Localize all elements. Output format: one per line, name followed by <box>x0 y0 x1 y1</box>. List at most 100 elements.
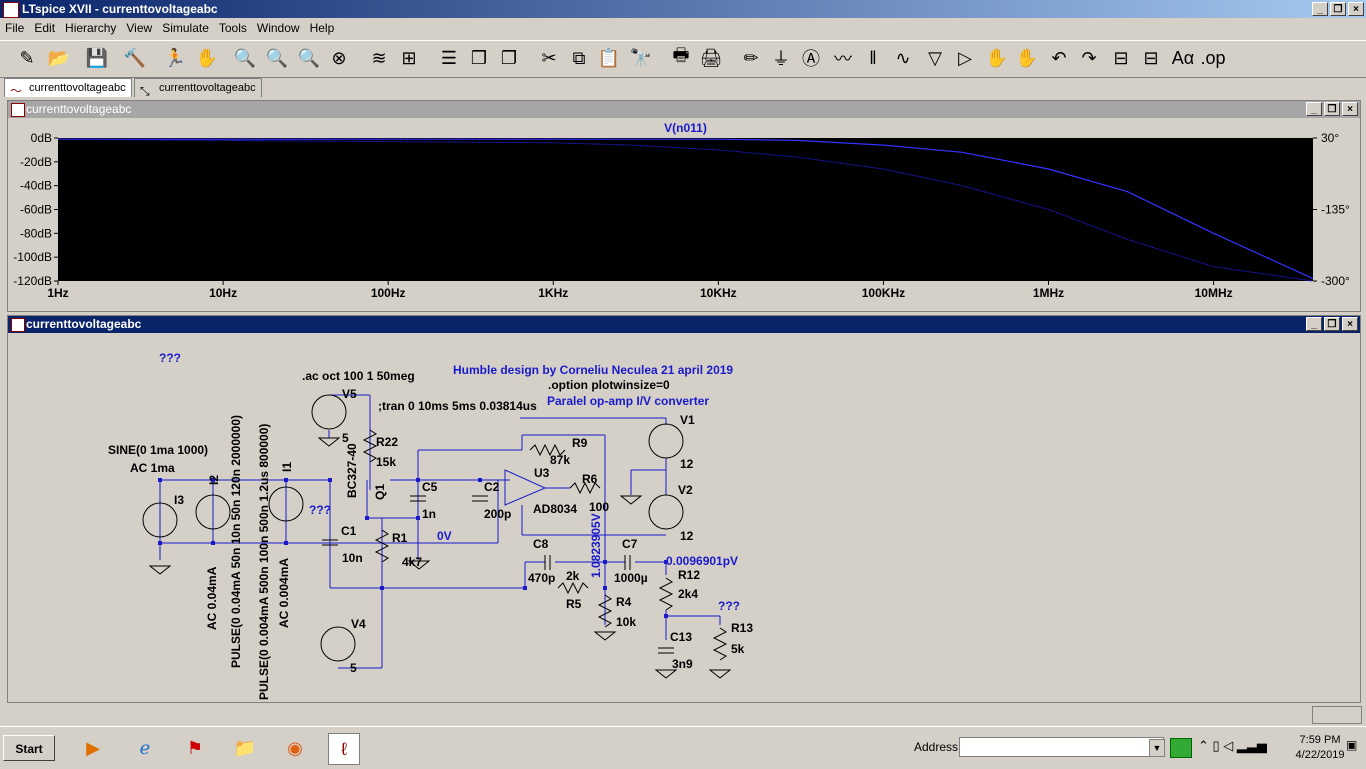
label-net-icon[interactable]: Ⓐ <box>802 49 820 69</box>
v2-label: V2 <box>678 483 693 497</box>
label-unknown-2: ??? <box>309 503 331 517</box>
acrobat-icon[interactable]: ⚑ <box>186 737 204 758</box>
cascade-icon[interactable]: ❒ <box>470 47 488 68</box>
menu-edit[interactable]: Edit <box>34 21 56 35</box>
address-dropdown-icon[interactable]: ▼ <box>1149 739 1165 757</box>
toolbar: ✎ 📂 💾 🔨 🏃 ✋ 🔍 🔍 🔍 ⊗ ≋ ⊞ ☰ ❒ ❐ ✂ ⧉ 📋 🔭 🖶 … <box>0 40 1366 78</box>
option-directive: .option plotwinsize=0 <box>548 378 670 392</box>
menu-bar: File Edit Hierarchy View Simulate Tools … <box>0 18 1366 38</box>
paste-icon[interactable]: 📋 <box>597 47 621 68</box>
fft-icon[interactable]: ⊞ <box>401 47 417 68</box>
schematic-canvas[interactable]: ??? .ac oct 100 1 50meg Humble design by… <box>0 0 1366 700</box>
menu-window[interactable]: Window <box>256 21 300 35</box>
ltspice-taskbar-icon[interactable]: ℓ <box>328 733 360 765</box>
tab-schematic[interactable]: 〜 currenttovoltageabc <box>4 78 132 98</box>
status-bar <box>0 704 1366 724</box>
pan-icon[interactable]: 🔍 <box>265 47 289 68</box>
diode-icon[interactable]: ▽ <box>928 47 942 68</box>
menu-simulate[interactable]: Simulate <box>162 21 209 35</box>
x-tick-label: 10MHz <box>1195 286 1233 300</box>
resistor-icon[interactable]: 〰 <box>834 49 852 69</box>
rotate-icon[interactable]: ⊟ <box>1113 47 1129 68</box>
status-panel <box>1312 706 1362 724</box>
cut-icon[interactable]: ✂ <box>541 47 557 68</box>
run-icon[interactable]: 🏃 <box>163 47 187 68</box>
start-button[interactable]: Start <box>3 735 55 761</box>
i1-label: I1 <box>280 462 294 472</box>
c5-value: 1n <box>422 507 436 521</box>
schematic-restore-button[interactable]: ❐ <box>1324 317 1340 331</box>
c2-label: C2 <box>484 480 500 494</box>
drag-icon[interactable]: ✋ <box>1015 47 1039 68</box>
autorange-icon[interactable]: ≋ <box>371 47 387 68</box>
plot-close-button[interactable]: × <box>1342 102 1358 116</box>
copy-icon[interactable]: ⧉ <box>572 47 586 68</box>
r12-value: 2k4 <box>678 587 698 601</box>
zoom-in-icon[interactable]: 🔍 <box>233 47 257 68</box>
print-icon[interactable]: 🖨 <box>699 47 723 68</box>
tab-label: currenttovoltageabc <box>159 82 256 94</box>
zoom-out-icon[interactable]: 🔍 <box>297 47 321 68</box>
media-player-icon[interactable]: ▶ <box>86 737 100 758</box>
plot-minimize-button[interactable]: _ <box>1306 102 1322 116</box>
plot-restore-button[interactable]: ❐ <box>1324 102 1340 116</box>
r9-label: R9 <box>572 436 588 450</box>
notification-icon[interactable]: ▣ <box>1346 738 1358 752</box>
undo-icon[interactable]: ↶ <box>1051 47 1067 68</box>
save-icon[interactable]: 💾 <box>85 47 109 68</box>
tray-icons[interactable]: ⌃ ▯ ◁ ▂▃▅ <box>1198 738 1267 753</box>
c2-value: 200p <box>484 507 511 521</box>
new-schematic-icon[interactable]: ✎ <box>19 47 35 68</box>
print-setup-icon[interactable]: 🖶 <box>672 45 690 65</box>
schematic-symbols <box>142 394 732 679</box>
file-explorer-icon[interactable]: 📁 <box>233 737 257 758</box>
zoom-fit-icon[interactable]: ⊗ <box>331 47 347 68</box>
go-icon[interactable] <box>1170 738 1192 758</box>
control-panel-icon[interactable]: 🔨 <box>123 47 147 68</box>
internet-explorer-icon[interactable]: ℯ <box>139 737 151 758</box>
capacitor-icon[interactable]: ‖ <box>869 47 877 68</box>
move-icon[interactable]: ✋ <box>985 47 1009 68</box>
inductor-icon[interactable]: ∿ <box>895 47 911 68</box>
redo-icon[interactable]: ↷ <box>1081 47 1097 68</box>
halt-icon[interactable]: ✋ <box>195 47 219 68</box>
clock-time: 7:59 PM <box>1299 734 1341 746</box>
tab-plot[interactable]: ⤡ currenttovoltageabc <box>134 78 262 98</box>
menu-help[interactable]: Help <box>309 21 335 35</box>
menu-file[interactable]: File <box>5 21 25 35</box>
document-tabs: 〜 currenttovoltageabc ⤡ currenttovoltage… <box>0 78 1366 98</box>
schematic-minimize-button[interactable]: _ <box>1306 317 1322 331</box>
x-tick-label: 1Hz <box>47 286 68 300</box>
text-icon[interactable]: Aα <box>1171 47 1195 68</box>
spice-directive-icon[interactable]: .op <box>1200 47 1226 68</box>
close-button[interactable]: × <box>1348 2 1364 16</box>
bode-plot[interactable]: V(n011)0dB-20dB-40dB-60dB-80dB-100dB-120… <box>0 118 1366 308</box>
schematic-tab-icon: 〜 <box>10 84 23 98</box>
draw-wire-icon[interactable]: ✏ <box>743 47 759 68</box>
c7-label: C7 <box>622 537 638 551</box>
restore-button[interactable]: ❐ <box>1330 2 1346 16</box>
tile-vertical-icon[interactable]: ❐ <box>500 47 518 68</box>
x-tick-label: 10Hz <box>209 286 237 300</box>
schematic-window-title: currenttovoltageabc <box>26 317 142 331</box>
ground-icon[interactable]: ⏚ <box>772 49 790 69</box>
tile-horizontal-icon[interactable]: ☰ <box>440 47 458 68</box>
r13-label: R13 <box>731 621 753 635</box>
menu-hierarchy[interactable]: Hierarchy <box>65 21 117 35</box>
menu-tools[interactable]: Tools <box>218 21 247 35</box>
address-input[interactable] <box>959 737 1164 757</box>
find-icon[interactable]: 🔭 <box>629 47 653 68</box>
c5-label: C5 <box>422 480 438 494</box>
component-icon[interactable]: ▷ <box>958 47 972 68</box>
open-icon[interactable]: 📂 <box>47 47 71 68</box>
x-tick-label: 100KHz <box>862 286 905 300</box>
schematic-close-button[interactable]: × <box>1342 317 1358 331</box>
firefox-icon[interactable]: ◉ <box>287 737 303 758</box>
menu-view[interactable]: View <box>126 21 153 35</box>
minimize-button[interactable]: _ <box>1312 2 1328 16</box>
q1-label: Q1 <box>373 484 387 500</box>
mirror-icon[interactable]: ⊟ <box>1143 47 1159 68</box>
v1-value: 12 <box>680 457 694 471</box>
q1-model: BC327-40 <box>345 443 359 498</box>
y-tick-label: -20dB <box>20 155 52 169</box>
